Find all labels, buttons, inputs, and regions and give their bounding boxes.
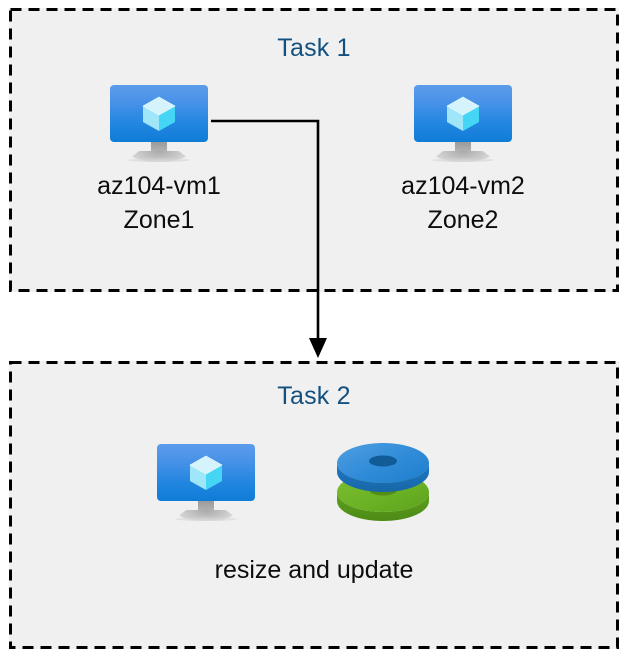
vm-stand-base: [175, 510, 237, 521]
virtual-machine-icon: [414, 85, 512, 162]
node-managed-disks[interactable]: [335, 440, 431, 526]
virtual-machine-icon: [157, 444, 255, 521]
task-1-group: Task 1 az104-vm1 Zone1: [9, 8, 619, 292]
task-2-group: Task 2: [9, 361, 619, 649]
managed-disks-icon: [335, 440, 431, 526]
vm-cube-glyph: [189, 455, 223, 490]
disks-glyph: [337, 443, 429, 521]
task-2-title: Task 2: [277, 382, 351, 410]
node-resized-vm[interactable]: [157, 444, 255, 521]
node-az104-vm2[interactable]: az104-vm2 Zone2: [401, 85, 525, 234]
vm-stand-base: [128, 151, 190, 162]
node-az104-vm1[interactable]: az104-vm1 Zone1: [97, 85, 221, 234]
vm-stand-base: [432, 151, 494, 162]
node-caption-vm1-line1: az104-vm1: [97, 172, 221, 200]
vm-cube-glyph: [142, 96, 176, 131]
vm-cube-glyph: [446, 96, 480, 131]
task-1-title: Task 1: [277, 34, 351, 62]
node-caption-vm2: az104-vm2 Zone2: [401, 169, 525, 237]
task-2-caption: resize and update: [214, 556, 414, 584]
node-caption-vm2-line2: Zone2: [427, 206, 499, 234]
virtual-machine-icon: [110, 85, 208, 162]
node-caption-vm2-line1: az104-vm2: [401, 172, 525, 200]
connector-arrowhead: [309, 338, 327, 358]
node-caption-vm1-line2: Zone1: [123, 206, 195, 234]
node-caption-vm1: az104-vm1 Zone1: [97, 169, 221, 237]
